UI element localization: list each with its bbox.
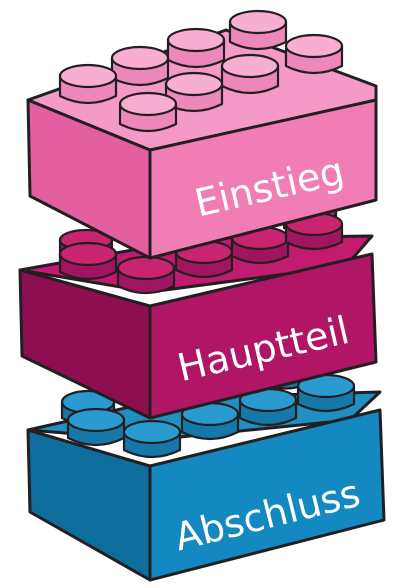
stud [164,71,224,113]
stud [116,255,176,295]
stud [228,9,288,51]
stud [230,225,290,265]
stud [66,407,126,447]
stud [58,63,118,105]
stud [58,241,118,281]
stud [118,91,178,133]
brick-hauptteil: Hauptteil [18,200,378,420]
brick-einstieg: Einstieg [26,9,378,260]
stud [284,33,344,75]
stud [110,45,170,87]
stud [296,373,356,413]
brick-einstieg-studs [58,9,344,133]
brick-hauptteil-studs-front [58,211,344,295]
stud [220,53,280,95]
stud [122,419,182,459]
stud [284,211,344,251]
stud [180,401,240,441]
stud [166,27,226,69]
brick-abschluss-studs-front [66,373,356,459]
